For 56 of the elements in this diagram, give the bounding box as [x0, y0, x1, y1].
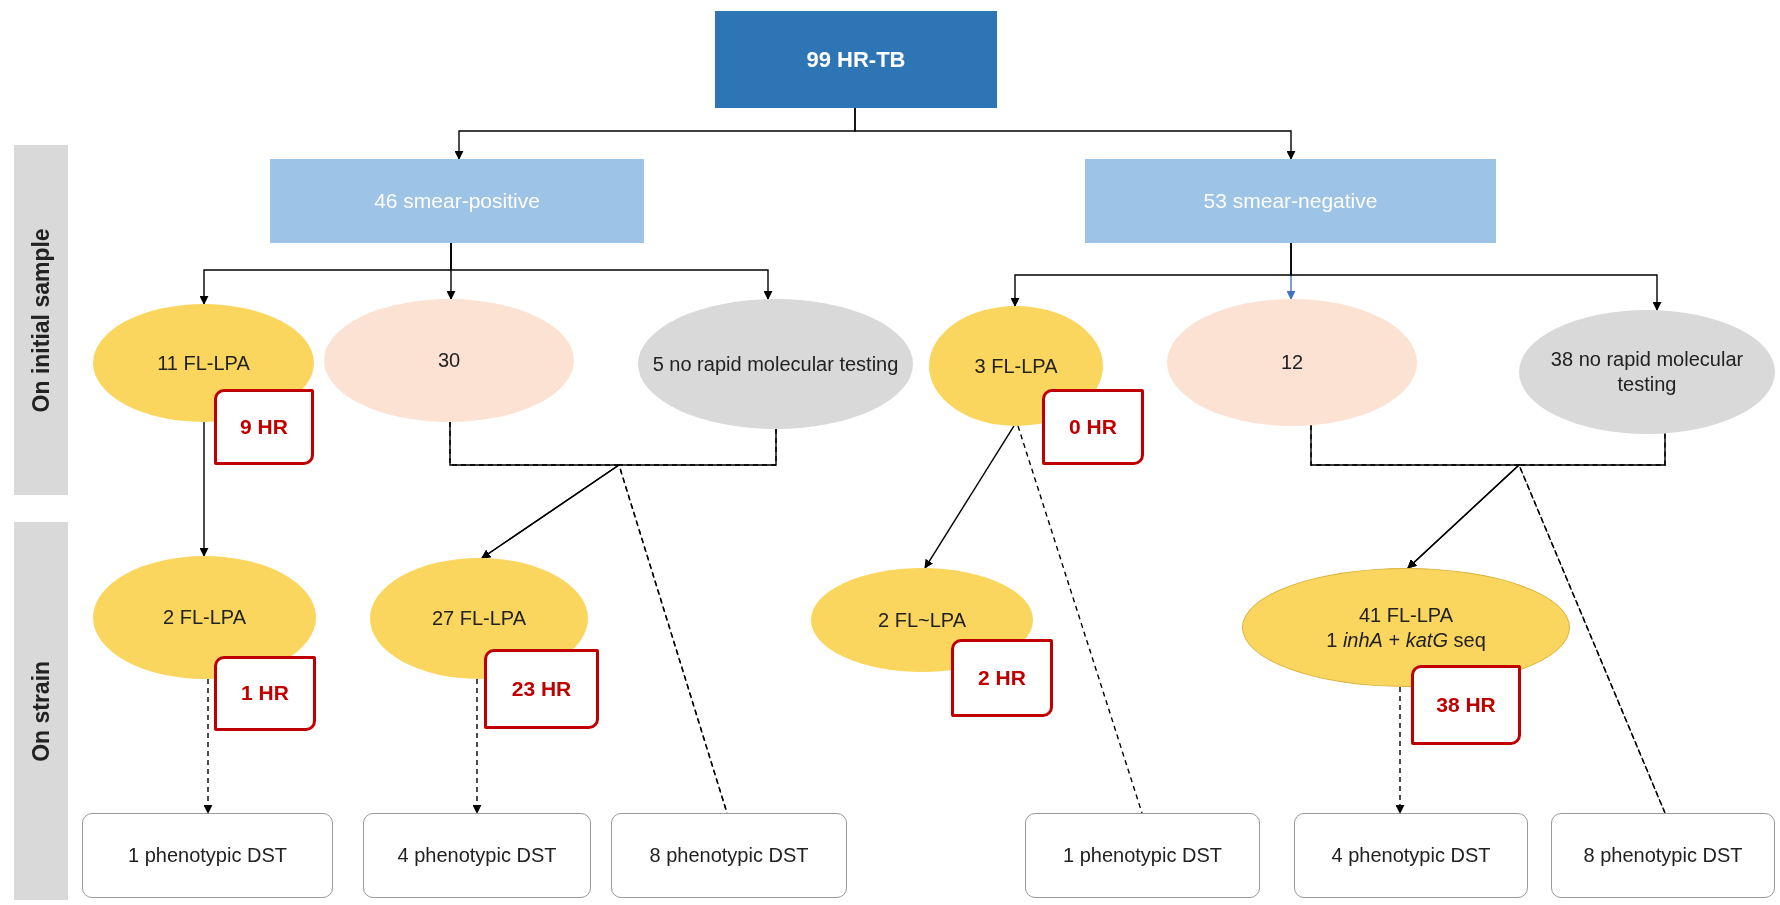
node-label: 41 FL-LPA	[1357, 602, 1455, 628]
result-box	[951, 639, 1053, 717]
node-label: 1 phenotypic DST	[1062, 843, 1223, 868]
node-label: 53 smear-negative	[1202, 187, 1379, 214]
node-label: 23 HR	[510, 675, 573, 702]
process-box	[715, 11, 997, 108]
result-box	[1042, 389, 1144, 465]
node-label: 38 no rapid molecular testing	[1549, 347, 1745, 397]
process-box	[1085, 159, 1496, 243]
node-label: 12	[1279, 350, 1305, 375]
arrow	[199, 421, 209, 557]
process-box	[82, 813, 333, 898]
dashed-connector	[1395, 686, 1405, 814]
result-box	[214, 389, 314, 465]
node-label: 2 FL~LPA	[877, 607, 967, 633]
dashed-connector	[472, 678, 482, 814]
node-label: 1 inhA + katG seq	[1325, 627, 1487, 653]
row-band	[14, 522, 68, 900]
row-label: On initial sample	[26, 227, 55, 414]
process-box	[1025, 813, 1260, 898]
arrow	[450, 242, 773, 300]
dashed-connector	[1017, 425, 1143, 814]
node-label: 9 HR	[239, 413, 289, 440]
node-label: 27 FL-LPA	[430, 606, 528, 631]
node-label: 99 HR-TB	[805, 45, 907, 74]
result-box	[484, 649, 599, 729]
node-label: 5 no rapid molecular testing	[651, 351, 900, 377]
node-label: 8 phenotypic DST	[1582, 843, 1744, 868]
process-box	[363, 813, 591, 898]
process-box	[1551, 813, 1775, 898]
node-label: 8 phenotypic DST	[648, 843, 810, 868]
arrow	[1407, 432, 1666, 569]
row-label: On strain	[26, 659, 55, 764]
node-label: 4 phenotypic DST	[396, 843, 558, 868]
arrow	[924, 425, 1015, 569]
node-label: 1 phenotypic DST	[127, 843, 288, 868]
arrow	[854, 107, 1296, 160]
node-label: 0 HR	[1068, 413, 1118, 440]
result-box	[1411, 665, 1521, 745]
node-label: 46 smear-positive	[373, 187, 541, 214]
process-box	[611, 813, 847, 898]
arrow	[1290, 242, 1662, 312]
arrow	[481, 428, 777, 559]
node-label: 11 FL-LPA	[156, 350, 251, 376]
node-label: 4 phenotypic DST	[1330, 843, 1492, 868]
node-label: 2 HR	[977, 664, 1027, 691]
node-label: 38 HR	[1435, 691, 1497, 718]
dashed-connector	[203, 678, 213, 814]
process-box	[1294, 813, 1528, 898]
node-label: 1 HR	[240, 680, 290, 707]
process-box	[270, 159, 644, 243]
result-box	[214, 656, 316, 731]
row-band	[14, 145, 68, 495]
node-label: 2 FL-LPA	[162, 605, 247, 630]
node-label: 30	[436, 348, 462, 373]
node-label: 3 FL-LPA	[973, 353, 1059, 379]
